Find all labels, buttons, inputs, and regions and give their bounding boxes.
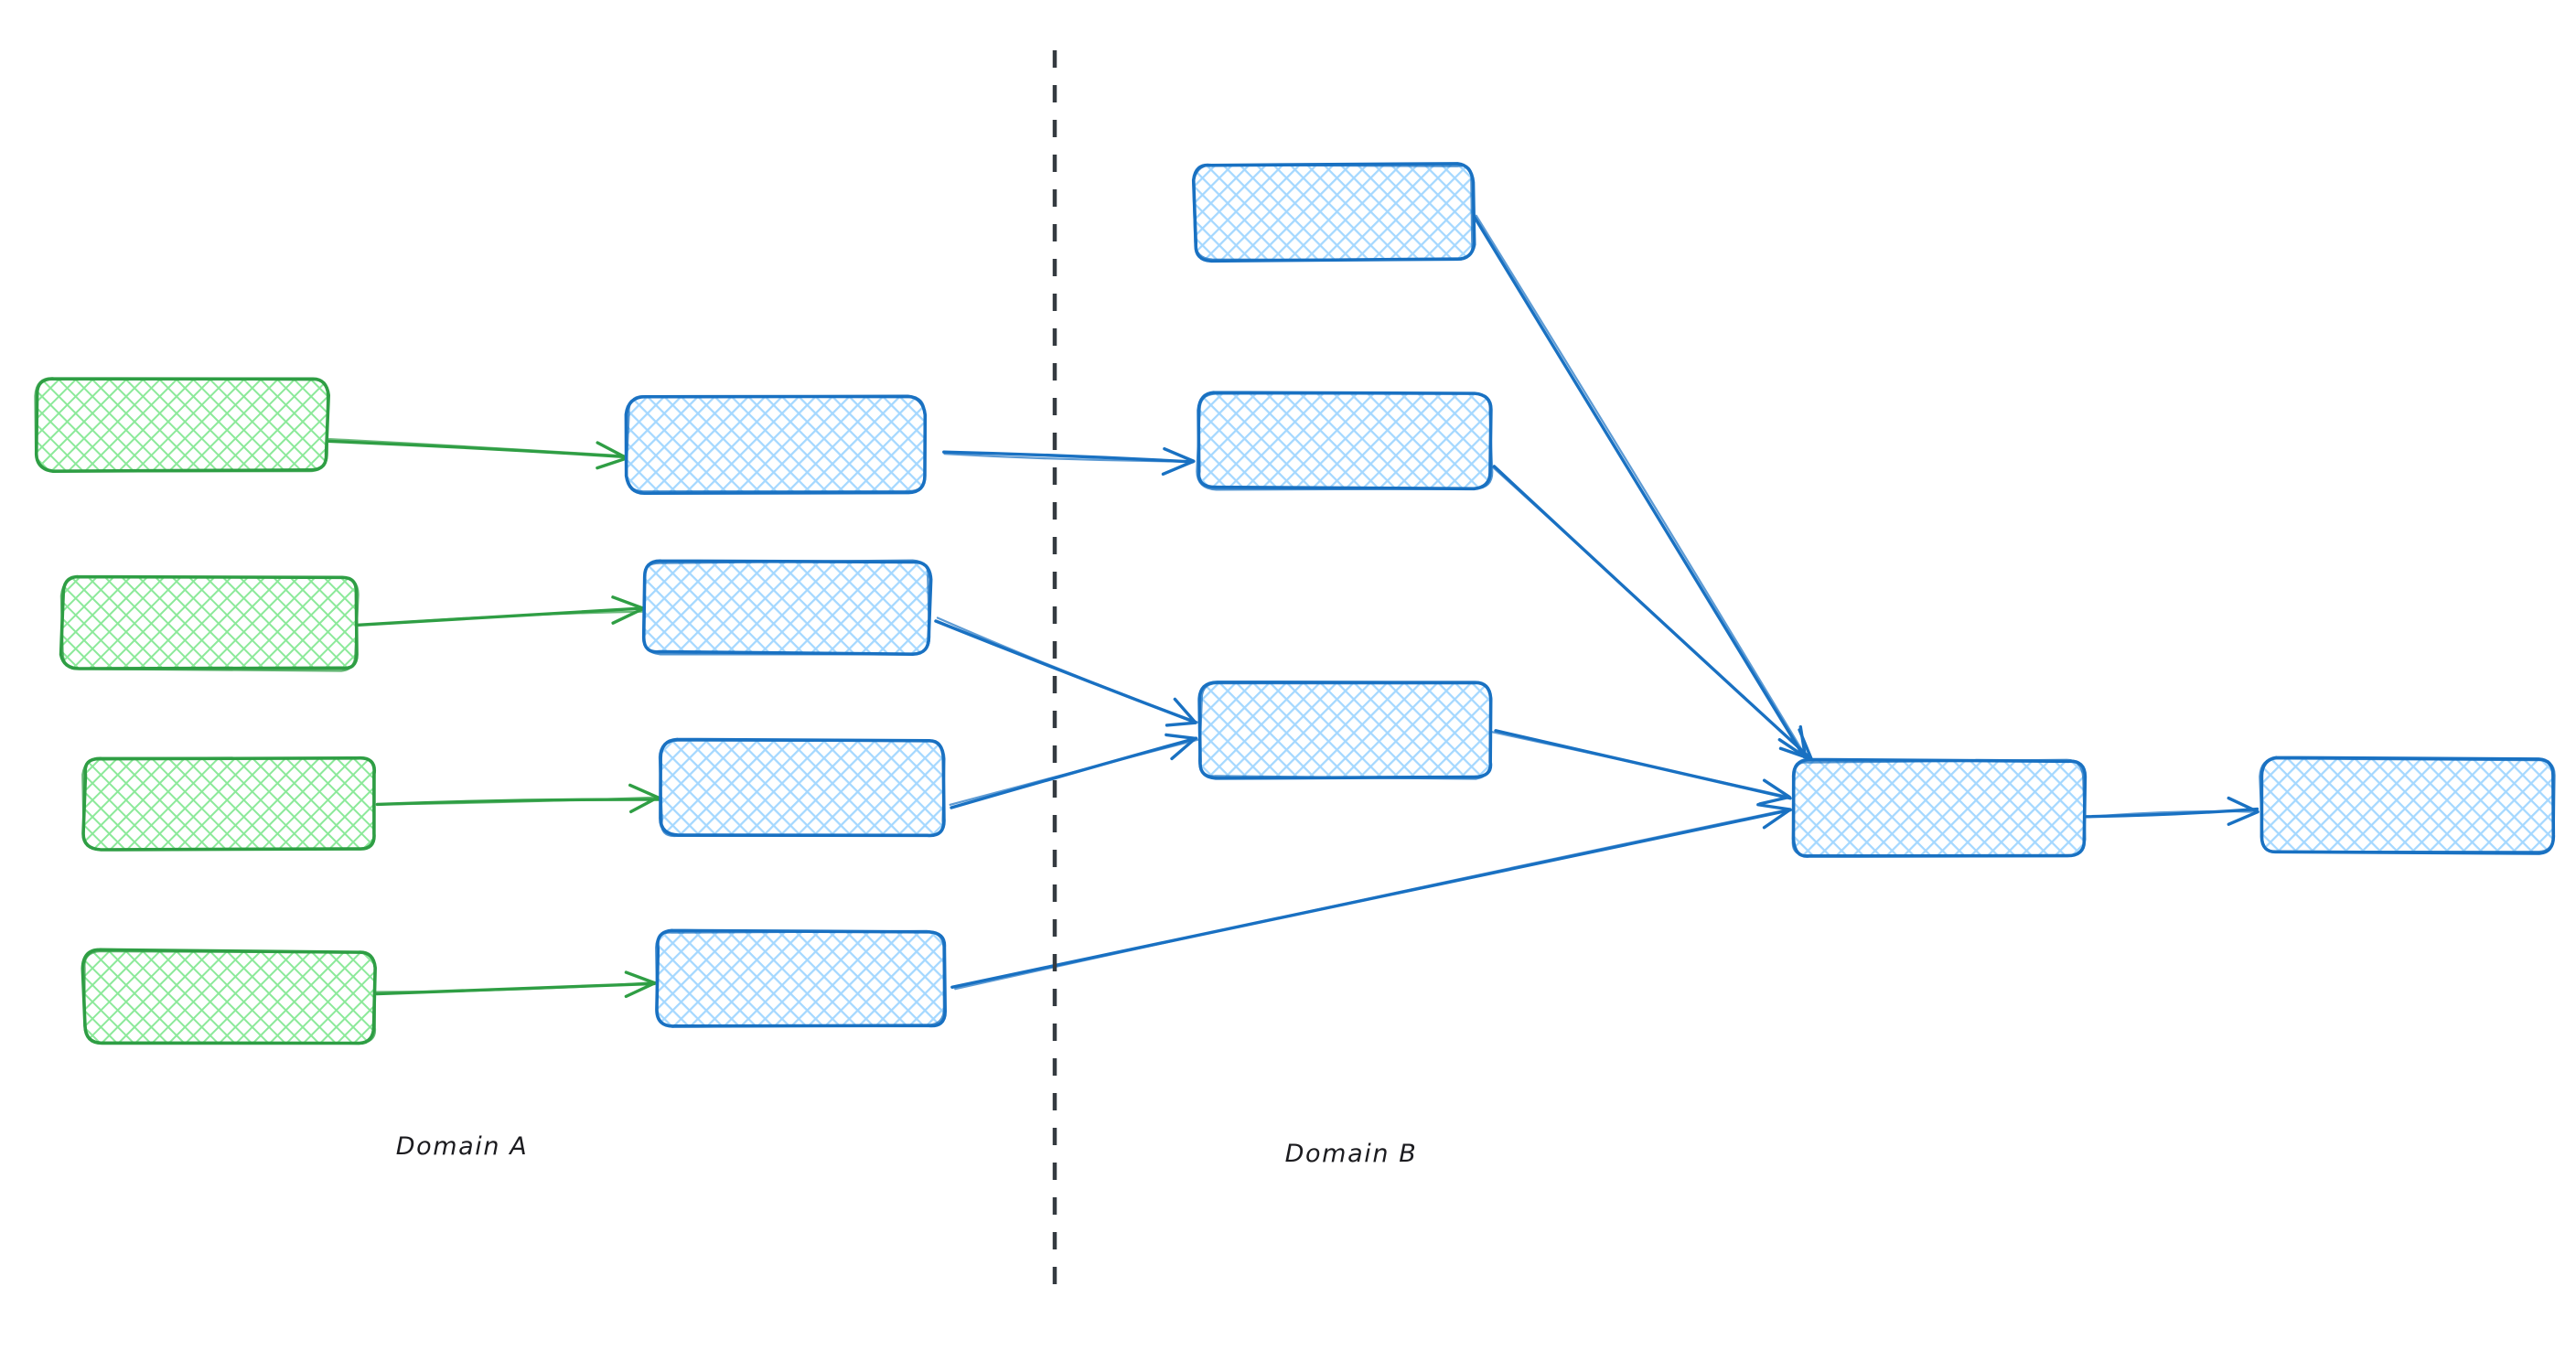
node-fill — [1792, 760, 2085, 857]
edge-a2-b2[interactable] — [355, 595, 646, 627]
arrowhead-icon — [1165, 697, 1197, 727]
node-c1[interactable] — [1191, 162, 1476, 263]
node-d1[interactable] — [1791, 757, 2088, 858]
node-fill — [1199, 681, 1492, 778]
node-fill — [37, 378, 328, 470]
node-a3[interactable] — [81, 756, 377, 852]
node-outline — [1791, 758, 2087, 857]
edge-b3-c3[interactable] — [949, 733, 1200, 809]
domain-label-domain-a: Domain A — [396, 1132, 529, 1161]
arrowhead-icon — [2227, 796, 2259, 826]
node-outline — [625, 394, 926, 493]
edge-line — [327, 437, 628, 457]
node-a2[interactable] — [59, 574, 360, 672]
node-fill — [628, 397, 925, 492]
arrowhead-icon — [624, 970, 657, 999]
label-layer: Domain A Domain B — [396, 1132, 1418, 1168]
edge-line — [355, 610, 646, 627]
node-outline — [59, 575, 360, 672]
edge-b2-c3[interactable] — [934, 616, 1200, 727]
node-outline — [1197, 681, 1492, 780]
edge-layer — [325, 213, 2259, 999]
node-fill — [660, 741, 945, 837]
edge-line — [378, 796, 660, 806]
edge-c1-d1[interactable] — [1471, 213, 1808, 759]
edge-line — [1491, 731, 1790, 799]
edge-line — [954, 809, 1789, 991]
node-c2[interactable] — [1196, 391, 1494, 491]
edge-line — [1471, 213, 1806, 759]
edge-line — [2085, 809, 2259, 819]
node-b3[interactable] — [658, 737, 946, 838]
arrowhead-icon — [1165, 733, 1197, 761]
edge-a4-b4[interactable] — [374, 970, 657, 999]
edge-line — [942, 450, 1195, 464]
node-fill — [61, 578, 358, 670]
edge-a3-b3[interactable] — [375, 783, 660, 814]
node-fill — [83, 950, 376, 1044]
node-b2[interactable] — [641, 559, 933, 656]
domain-label-domain-b: Domain B — [1285, 1140, 1418, 1168]
node-fill — [1194, 164, 1473, 260]
node-outline — [2259, 757, 2556, 853]
node-a1[interactable] — [34, 377, 330, 473]
node-layer — [34, 162, 2556, 1045]
node-a4[interactable] — [80, 948, 377, 1045]
node-fill — [2261, 758, 2555, 853]
edge-b1-c2[interactable] — [942, 446, 1196, 476]
edge-line — [1491, 466, 1811, 760]
edge-line — [1475, 214, 1808, 758]
edge-b4-d1[interactable] — [950, 803, 1792, 991]
node-fill — [657, 930, 944, 1026]
node-outline — [658, 739, 946, 838]
node-fill — [643, 562, 930, 653]
node-outline — [81, 756, 375, 852]
arrowhead-icon — [1161, 446, 1196, 476]
node-fill — [1197, 392, 1492, 489]
edge-d1-e1[interactable] — [2085, 796, 2259, 826]
edge-line — [325, 439, 628, 459]
edge-line — [943, 453, 1196, 463]
node-outline — [83, 949, 377, 1045]
arrowhead-icon — [1758, 778, 1791, 806]
edge-line — [936, 616, 1200, 724]
node-outline — [1192, 163, 1474, 262]
edge-line — [374, 981, 657, 993]
node-c3[interactable] — [1197, 681, 1493, 780]
edge-a1-b1[interactable] — [325, 437, 628, 470]
edge-c3-d1[interactable] — [1491, 729, 1792, 806]
node-outline — [641, 559, 931, 656]
arrowhead-icon — [628, 783, 660, 814]
node-b4[interactable] — [655, 928, 947, 1028]
arrowhead-icon — [1756, 803, 1792, 830]
node-fill — [83, 756, 376, 850]
node-e1[interactable] — [2259, 756, 2556, 855]
node-b1[interactable] — [624, 394, 928, 496]
node-outline — [1196, 392, 1494, 491]
node-outline — [34, 377, 329, 473]
edge-line — [949, 738, 1200, 806]
node-outline — [655, 929, 946, 1028]
